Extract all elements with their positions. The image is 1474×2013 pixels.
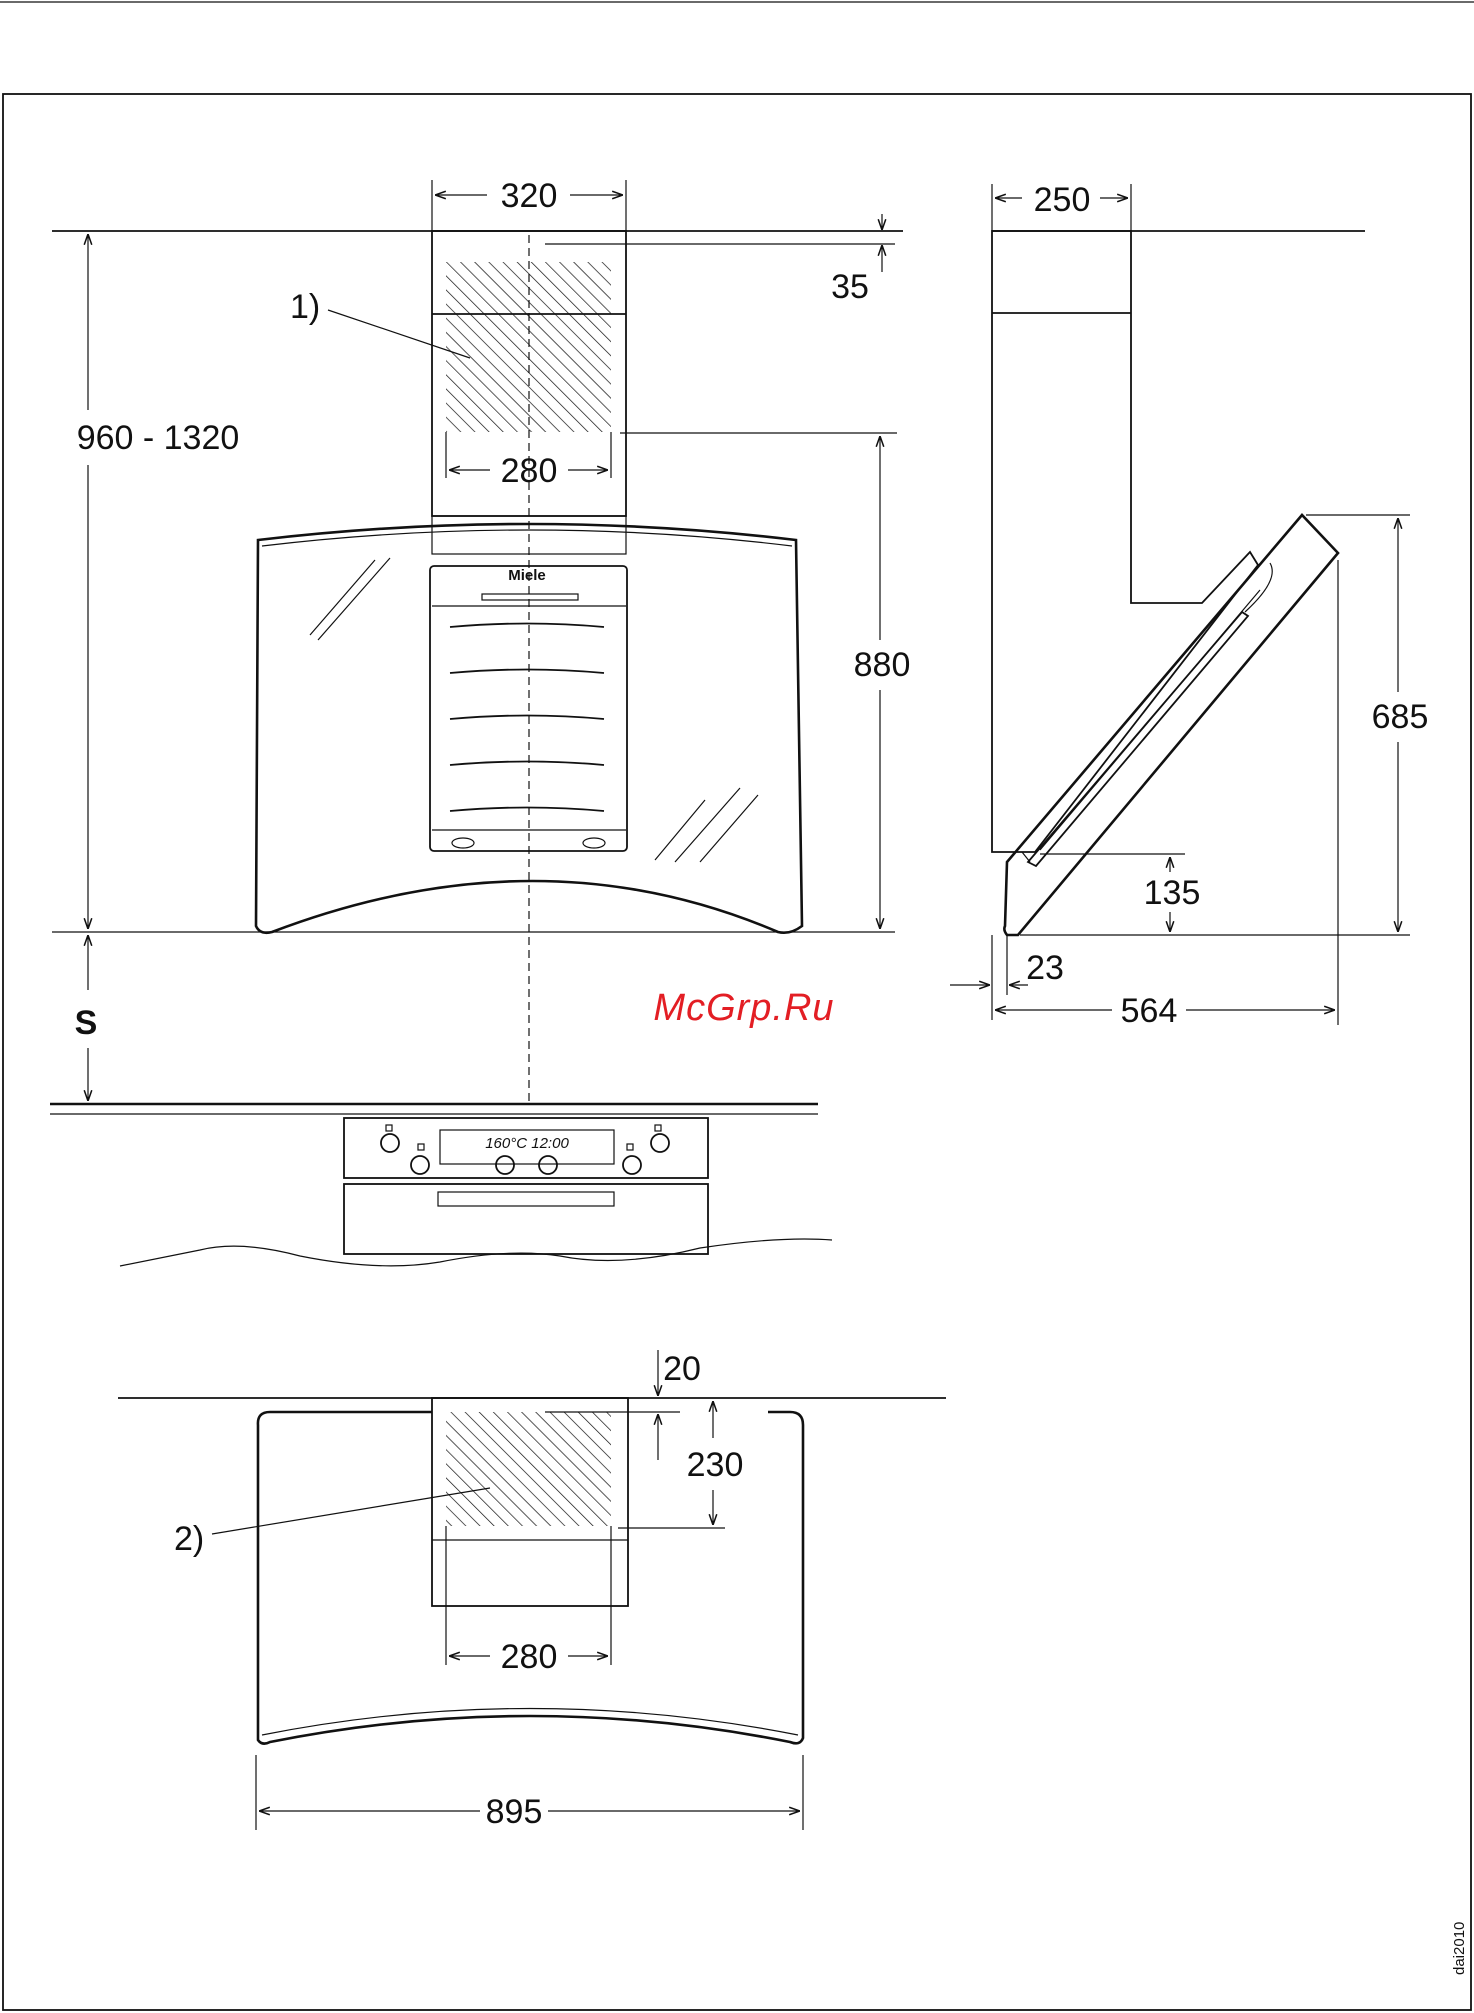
dim-height-range: 960 - 1320 bbox=[77, 419, 240, 457]
dim-side-total-depth: 564 bbox=[1121, 992, 1178, 1030]
plan-hatch-area bbox=[446, 1412, 611, 1526]
page-frame bbox=[3, 94, 1471, 2010]
side-view: 250 685 135 23 564 bbox=[950, 181, 1428, 1030]
dim-plan-depth: 230 bbox=[687, 1446, 744, 1484]
front-view: Miele 320 35 960 - 1320 1) bbox=[50, 177, 910, 1266]
dim-plan-inner-width: 280 bbox=[501, 1638, 558, 1676]
dim-side-lip-thickness: 23 bbox=[1026, 949, 1064, 987]
dim-side-lip-height: 135 bbox=[1144, 874, 1201, 912]
dim-front-offset: 35 bbox=[831, 268, 869, 306]
callout-1-label: 1) bbox=[290, 288, 320, 326]
side-glass-panel bbox=[1004, 515, 1338, 935]
dim-front-chimney-width: 320 bbox=[501, 177, 558, 215]
drawing-code: dai2010 bbox=[1451, 1922, 1468, 1975]
dim-side-height: 685 bbox=[1372, 698, 1429, 736]
oven-display-text: 160°C 12:00 bbox=[485, 1135, 569, 1152]
watermark-text: McGrp.Ru bbox=[653, 987, 834, 1029]
hood-brand-label: Miele bbox=[508, 567, 546, 584]
dim-side-depth: 250 bbox=[1034, 181, 1091, 219]
break-line bbox=[120, 1239, 832, 1266]
dim-front-inner-width: 280 bbox=[501, 452, 558, 490]
dim-plan-offset: 20 bbox=[663, 1350, 701, 1388]
dim-plan-total-width: 895 bbox=[486, 1793, 543, 1831]
front-hood-body bbox=[256, 524, 802, 933]
side-chimney bbox=[992, 231, 1258, 852]
plan-view: 20 230 2) 280 895 bbox=[118, 1350, 946, 1831]
dim-clearance: S bbox=[75, 1004, 98, 1042]
callout-2-label: 2) bbox=[174, 1520, 204, 1558]
dim-front-hood-height: 880 bbox=[854, 646, 911, 684]
